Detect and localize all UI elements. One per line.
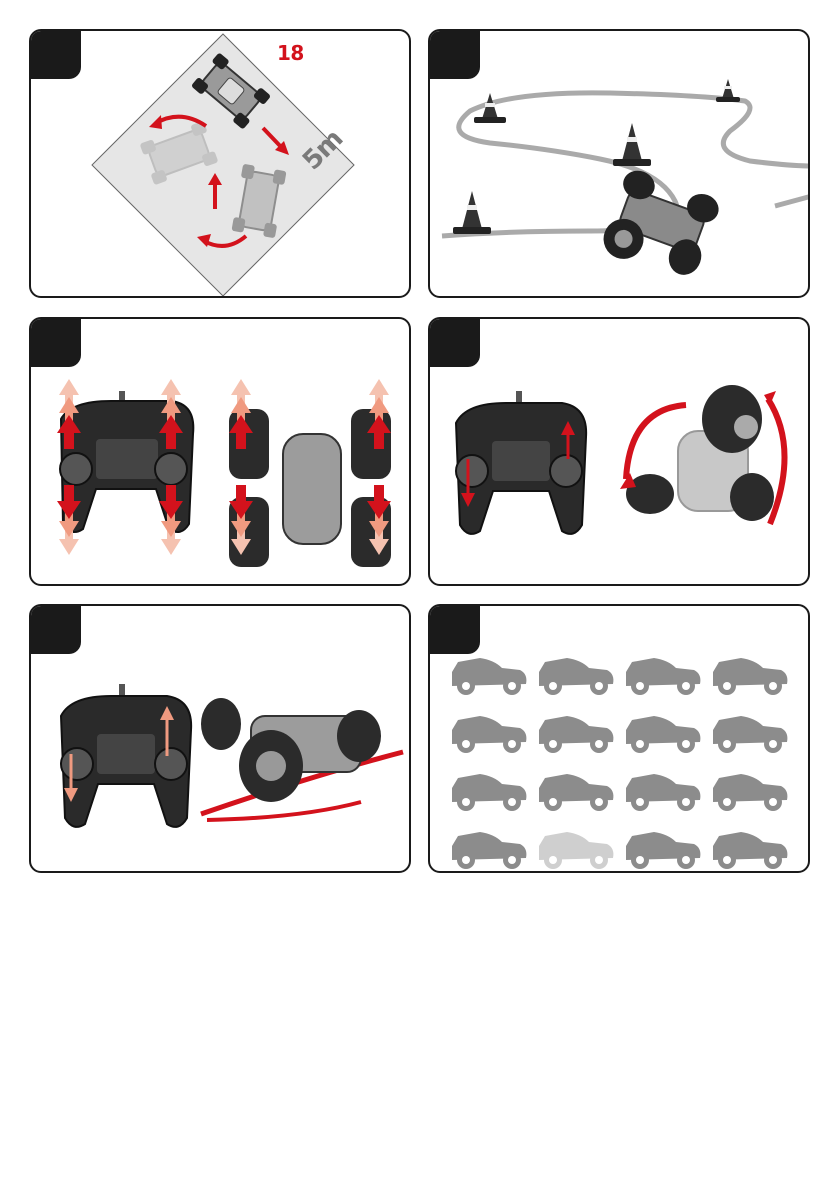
- flip-stunt-illustration: [430, 319, 810, 586]
- rc-car-icon: [452, 658, 526, 695]
- rc-car-icon: [626, 658, 700, 695]
- rc-car-icon: [229, 409, 391, 567]
- rc-car-icon: [539, 716, 613, 753]
- rc-car-icon: [452, 832, 526, 869]
- rc-car-icon: [626, 716, 700, 753]
- rc-car-icon: [539, 832, 613, 869]
- traffic-cone-icon: [453, 191, 491, 234]
- panel-4: [428, 317, 810, 586]
- rc-car-icon: [713, 716, 787, 753]
- driving-area-illustration: [31, 31, 411, 298]
- panel-5: [29, 604, 411, 873]
- rc-car-icon: [452, 716, 526, 753]
- rc-car-icon: [539, 774, 613, 811]
- panel-6: [428, 604, 810, 873]
- panel-1: 18 5m: [29, 29, 411, 298]
- rc-car-icon: [539, 658, 613, 695]
- car-collection-grid: [430, 606, 810, 873]
- slalom-course-illustration: [430, 31, 810, 298]
- panel-2: [428, 29, 810, 298]
- rc-car-icon: [452, 774, 526, 811]
- rc-car-icon: [201, 698, 381, 802]
- rc-car-icon: [626, 832, 700, 869]
- remote-controller-icon: [61, 684, 191, 827]
- rc-car-icon: [713, 774, 787, 811]
- traffic-cone-icon: [716, 79, 740, 102]
- remote-controller-icon: [456, 391, 586, 534]
- rc-car-icon: [626, 774, 700, 811]
- rc-car-icon: [713, 658, 787, 695]
- rc-car-icon: [626, 385, 774, 521]
- traffic-cone-icon: [613, 123, 651, 166]
- rc-car-icon: [713, 832, 787, 869]
- controller-and-car-illustration: [31, 319, 411, 586]
- panel-3: [29, 317, 411, 586]
- area-size-label: 18: [277, 41, 304, 65]
- spin-stunt-illustration: [31, 606, 411, 873]
